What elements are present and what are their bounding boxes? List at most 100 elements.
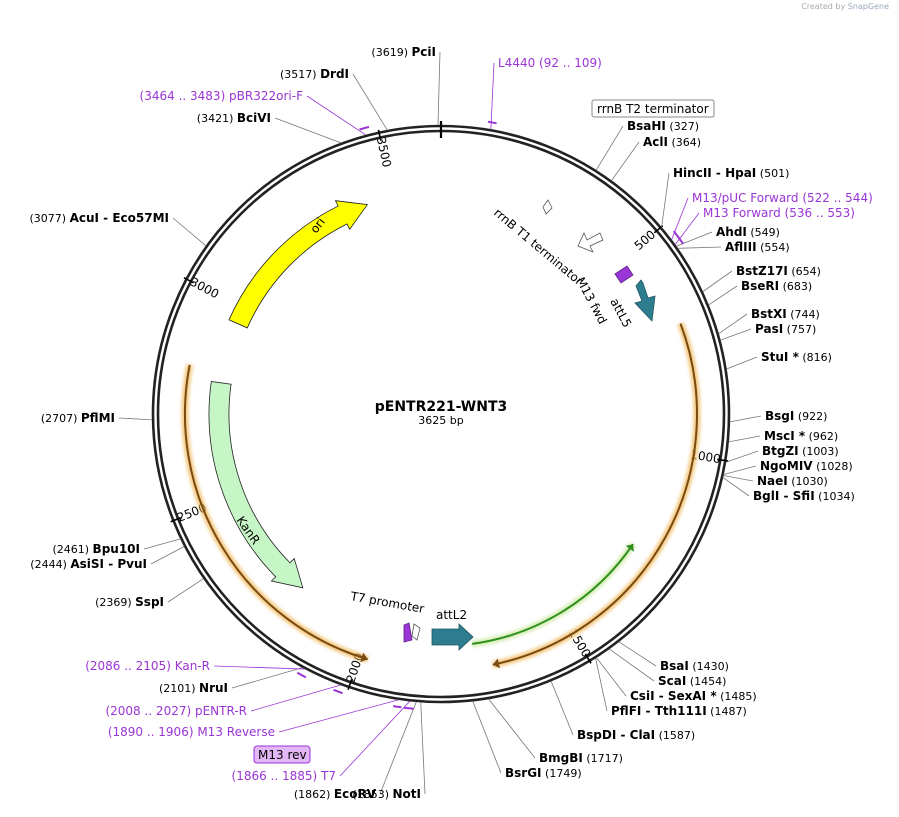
site-afliii: AflIII (554) (725, 240, 790, 254)
site-hincii-hpai: HincII - HpaI (501) (673, 166, 789, 180)
ori-arrow (228, 200, 369, 329)
site-msci: MscI * (962) (764, 429, 838, 443)
tick-1500 (584, 653, 592, 664)
svg-text:BmgBI (1717): BmgBI (1717) (539, 751, 623, 765)
svg-text:M13 Forward (536 .. 553): M13 Forward (536 .. 553) (703, 206, 855, 220)
svg-text:M13/pUC Forward (522 .. 544): M13/pUC Forward (522 .. 544) (692, 191, 873, 205)
primer-kan-r: (2086 .. 2105) Kan-R (85, 659, 210, 673)
svg-text:L4440 (92 .. 109): L4440 (92 .. 109) (498, 56, 602, 70)
site-bmgbi: BmgBI (1717) (539, 751, 623, 765)
tick-1000 (717, 458, 729, 462)
primer-t7: (1866 .. 1885) T7 (232, 769, 336, 783)
site-ahdi: AhdI (549) (716, 225, 780, 239)
primer-mark-7 (403, 706, 414, 710)
svg-text:(2369) SspI: (2369) SspI (95, 595, 164, 609)
site-bcivi: (3421) BciVI (197, 111, 271, 125)
primer-mark-0 (487, 120, 497, 125)
m13rev-label: M13 rev (258, 748, 307, 762)
primer-mark-5 (333, 688, 343, 695)
feature-arrows (403, 199, 656, 651)
site-ecorv: (1862) EcoRV (294, 787, 377, 801)
svg-text:BsaI (1430): BsaI (1430) (660, 659, 729, 673)
orange-arc-right (492, 322, 701, 669)
tick-label-3000: 3000 (188, 275, 222, 302)
svg-text:StuI * (816): StuI * (816) (761, 350, 832, 364)
attl5-label: attL5 (607, 296, 634, 330)
svg-text:BsgI (922): BsgI (922) (765, 409, 827, 423)
svg-text:(3464 .. 3483) pBR322ori-F: (3464 .. 3483) pBR322ori-F (140, 89, 304, 103)
primer-pentr-r: (2008 .. 2027) pENTR-R (105, 704, 247, 718)
green-arc (471, 542, 636, 648)
primer-mark-4 (296, 671, 307, 679)
site-asisi-pvui: (2444) AsiSI - PvuI (30, 557, 147, 571)
site-bpu10i: (2461) Bpu10I (52, 542, 140, 556)
rrnbt2-label: rrnB T2 terminator (597, 102, 709, 116)
svg-text:(2008 .. 2027) pENTR-R: (2008 .. 2027) pENTR-R (105, 704, 247, 718)
site-pflfi-tth111i: PflFI - Tth111I (1487) (611, 704, 747, 718)
t7promoter-arrow (411, 623, 421, 641)
svg-text:BsrGI (1749): BsrGI (1749) (505, 766, 582, 780)
svg-text:(1890 .. 1906) M13 Reverse: (1890 .. 1906) M13 Reverse (108, 725, 275, 739)
site-bgli-sfii: BglI - SfiI (1034) (753, 489, 855, 503)
svg-text:(3421) BciVI: (3421) BciVI (197, 111, 271, 125)
site-pasi: PasI (757) (755, 322, 816, 336)
site-scai: ScaI (1454) (658, 674, 726, 688)
site-ngomiv: NgoMIV (1028) (760, 459, 853, 473)
svg-text:HincII - HpaI (501): HincII - HpaI (501) (673, 166, 789, 180)
site-bsahi: BsaHI (327) (627, 119, 699, 133)
svg-text:MscI * (962): MscI * (962) (764, 429, 838, 443)
primer-m13-puc-forward: M13/pUC Forward (522 .. 544) (692, 191, 873, 205)
svg-text:NaeI (1030): NaeI (1030) (757, 474, 828, 488)
label-leaders (118, 51, 762, 795)
primer-mark-3 (677, 236, 685, 245)
svg-text:(2461) Bpu10I: (2461) Bpu10I (52, 542, 140, 556)
svg-text:CsiI - SexAI * (1485): CsiI - SexAI * (1485) (630, 689, 757, 703)
attl2-label: attL2 (436, 608, 467, 622)
plasmid-length: 3625 bp (418, 414, 463, 427)
primer-m13-reverse: (1890 .. 1906) M13 Reverse (108, 725, 275, 739)
site-pflmi: (2707) PflMI (41, 411, 115, 425)
svg-text:NgoMIV (1028): NgoMIV (1028) (760, 459, 853, 473)
svg-text:BspDI - ClaI (1587): BspDI - ClaI (1587) (577, 728, 695, 742)
rrnbt1-label: rrnB T1 terminator (491, 206, 586, 289)
primer-m13-forward: M13 Forward (536 .. 553) (703, 206, 855, 220)
site-naei: NaeI (1030) (757, 474, 828, 488)
svg-text:(3077) AcuI - Eco57MI: (3077) AcuI - Eco57MI (30, 211, 169, 225)
t7promoter-label: T7 promoter (348, 589, 425, 616)
site-noti: (1853) NotI (352, 787, 421, 801)
primer-pbr322ori-f: (3464 .. 3483) pBR322ori-F (140, 89, 304, 103)
orange-arc-left (181, 364, 369, 663)
svg-text:(3619) PciI: (3619) PciI (371, 45, 436, 59)
svg-text:AclI (364): AclI (364) (643, 135, 701, 149)
svg-text:BseRI (683): BseRI (683) (741, 279, 812, 293)
snapgene-credit: Created by SnapGene (801, 2, 889, 11)
primer-mark-1 (359, 125, 370, 131)
t7-primer-arrow (403, 622, 413, 643)
svg-text:(2707) PflMI: (2707) PflMI (41, 411, 115, 425)
svg-text:(2086 .. 2105) Kan-R: (2086 .. 2105) Kan-R (85, 659, 210, 673)
site-sspi: (2369) SspI (95, 595, 164, 609)
site-acui-eco57mi: (3077) AcuI - Eco57MI (30, 211, 169, 225)
site-nrui: (2101) NruI (159, 681, 228, 695)
m13fwd-arrow (614, 265, 634, 284)
site-bsgi: BsgI (922) (765, 409, 827, 423)
svg-text:PflFI - Tth111I (1487): PflFI - Tth111I (1487) (611, 704, 747, 718)
feature-arcs (181, 200, 701, 669)
site-pcii: (3619) PciI (371, 45, 436, 59)
primer-l4440: L4440 (92 .. 109) (498, 56, 602, 70)
plasmid-name: pENTR221-WNT3 (375, 399, 508, 415)
svg-text:BglI - SfiI (1034): BglI - SfiI (1034) (753, 489, 855, 503)
tick-2500 (170, 516, 182, 523)
svg-text:BstXI (744): BstXI (744) (751, 307, 820, 321)
tick-label-3500: 3500 (374, 136, 394, 169)
svg-text:(1866 .. 1885) T7: (1866 .. 1885) T7 (232, 769, 336, 783)
svg-text:(1853) NotI: (1853) NotI (352, 787, 421, 801)
svg-text:(2444) AsiSI - PvuI: (2444) AsiSI - PvuI (30, 557, 147, 571)
site-bstz17i: BstZ17I (654) (736, 264, 821, 278)
site-bsai: BsaI (1430) (660, 659, 729, 673)
rrnbt2-arrow (542, 199, 553, 215)
svg-text:(1862) EcoRV: (1862) EcoRV (294, 787, 377, 801)
kanr-arrow (208, 380, 304, 589)
site-stui: StuI * (816) (761, 350, 832, 364)
